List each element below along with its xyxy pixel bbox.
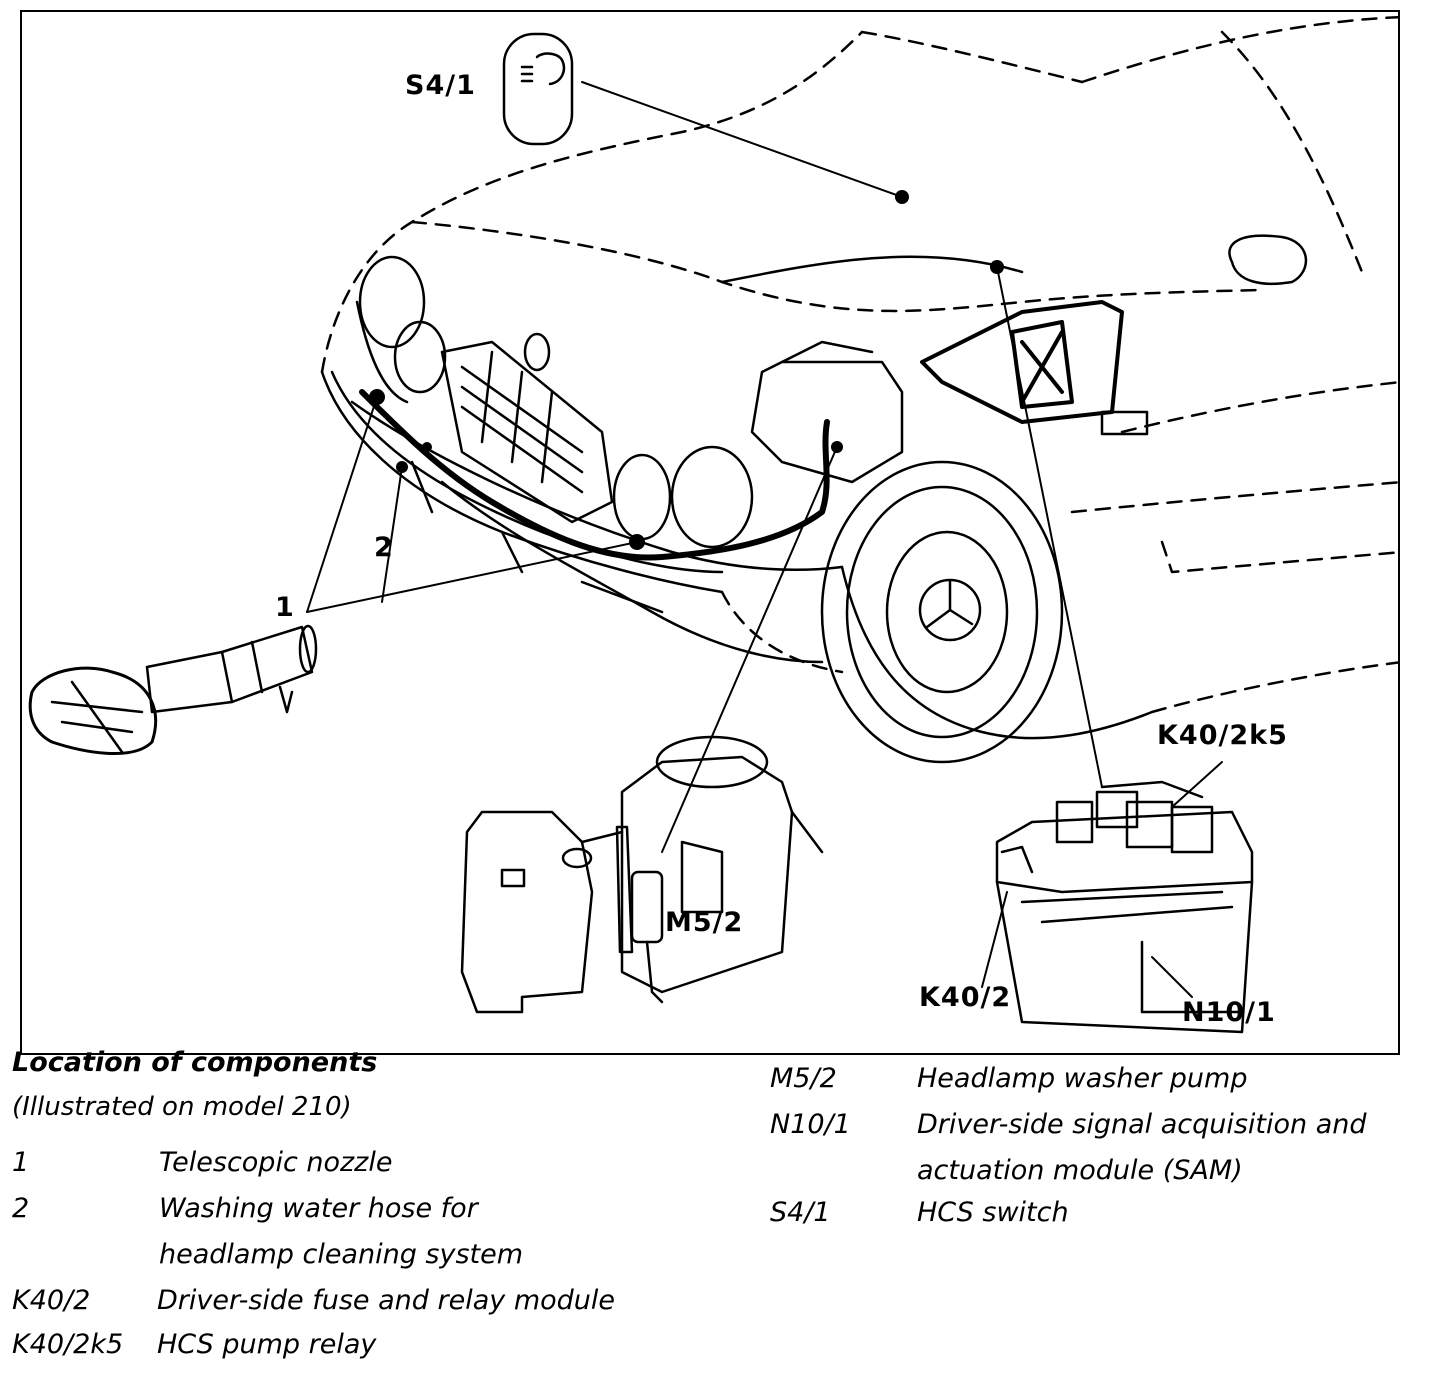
legend-item: K40/2 Driver-side fuse and relay module (12, 1278, 712, 1324)
callout-k40-2k5: K40/2k5 (1157, 720, 1288, 751)
bumper (330, 370, 724, 614)
legend-subtitle: (Illustrated on model 210) (12, 1092, 352, 1122)
engine-bay-reservoir (750, 340, 904, 484)
right-headlamps (612, 445, 754, 549)
leader-k40-2k5 (1171, 761, 1223, 808)
callout-dots (369, 190, 1004, 550)
callout-2: 2 (374, 532, 394, 563)
legend-description: Driver-side signal acquisition and actua… (917, 1109, 1367, 1186)
callout-n10-1: N10/1 (1182, 997, 1276, 1028)
leader-lines (306, 81, 1223, 998)
washer-tank-drawing (460, 735, 824, 1014)
legend-code: M5/2 (770, 1063, 837, 1094)
legend-item: 2 Washing water hose for headlamp cleani… (12, 1186, 712, 1278)
legend-code: K40/2 (12, 1285, 91, 1316)
leader-1a (306, 396, 378, 613)
sam-bracket (920, 300, 1124, 424)
legend-description: Driver-side fuse and relay module (157, 1285, 616, 1316)
leader-n10-1-module (996, 266, 1103, 788)
legend-code: 1 (12, 1147, 30, 1178)
leader-1b (306, 541, 638, 613)
legend-code: 2 (12, 1193, 30, 1224)
callout-s4-1: S4/1 (405, 70, 476, 101)
legend-description: HCS switch (917, 1197, 1069, 1228)
leader-2 (381, 466, 403, 603)
hcs-switch-drawing (502, 32, 574, 146)
side-marker (1100, 410, 1149, 436)
legend-item: K40/2k5 HCS pump relay (12, 1322, 712, 1368)
car-line-drawing (28, 15, 1398, 1034)
legend-title: Location of components (12, 1047, 378, 1078)
car-body-outline (320, 15, 1398, 740)
legend-description: Telescopic nozzle (159, 1147, 393, 1178)
legend-item: M5/2 Headlamp washer pump (770, 1056, 1430, 1102)
legend-item: N10/1 Driver-side signal acquisition and… (770, 1102, 1430, 1194)
leader-s4-1 (581, 81, 903, 198)
leader-m5-2 (661, 446, 838, 853)
legend-description: Washing water hose for headlamp cleaning… (159, 1193, 524, 1270)
relay-module-drawing (995, 780, 1254, 1034)
front-wheel (820, 460, 1064, 764)
legend-code: N10/1 (770, 1109, 851, 1140)
legend-description: HCS pump relay (157, 1329, 377, 1360)
leader-n10-1 (1151, 956, 1193, 998)
legend-item: S4/1 HCS switch (770, 1190, 1430, 1236)
diagram-figure: S4/1 2 1 M5/2 K40/2k5 K40/2 N10/1 (20, 10, 1400, 1055)
telescopic-nozzle-drawing (28, 624, 318, 755)
grille (440, 332, 614, 524)
left-headlamps (355, 255, 447, 404)
legend-item: 1 Telescopic nozzle (12, 1140, 712, 1186)
legend-code: K40/2k5 (12, 1329, 124, 1360)
legend-code: S4/1 (770, 1197, 831, 1228)
side-mirror (1228, 234, 1308, 286)
callout-m5-2: M5/2 (665, 907, 744, 938)
callout-1: 1 (275, 592, 295, 623)
legend-description: Headlamp washer pump (917, 1063, 1248, 1094)
callout-k40-2: K40/2 (919, 982, 1012, 1013)
leader-k40-2 (981, 891, 1008, 988)
washing-water-hose (359, 389, 830, 561)
